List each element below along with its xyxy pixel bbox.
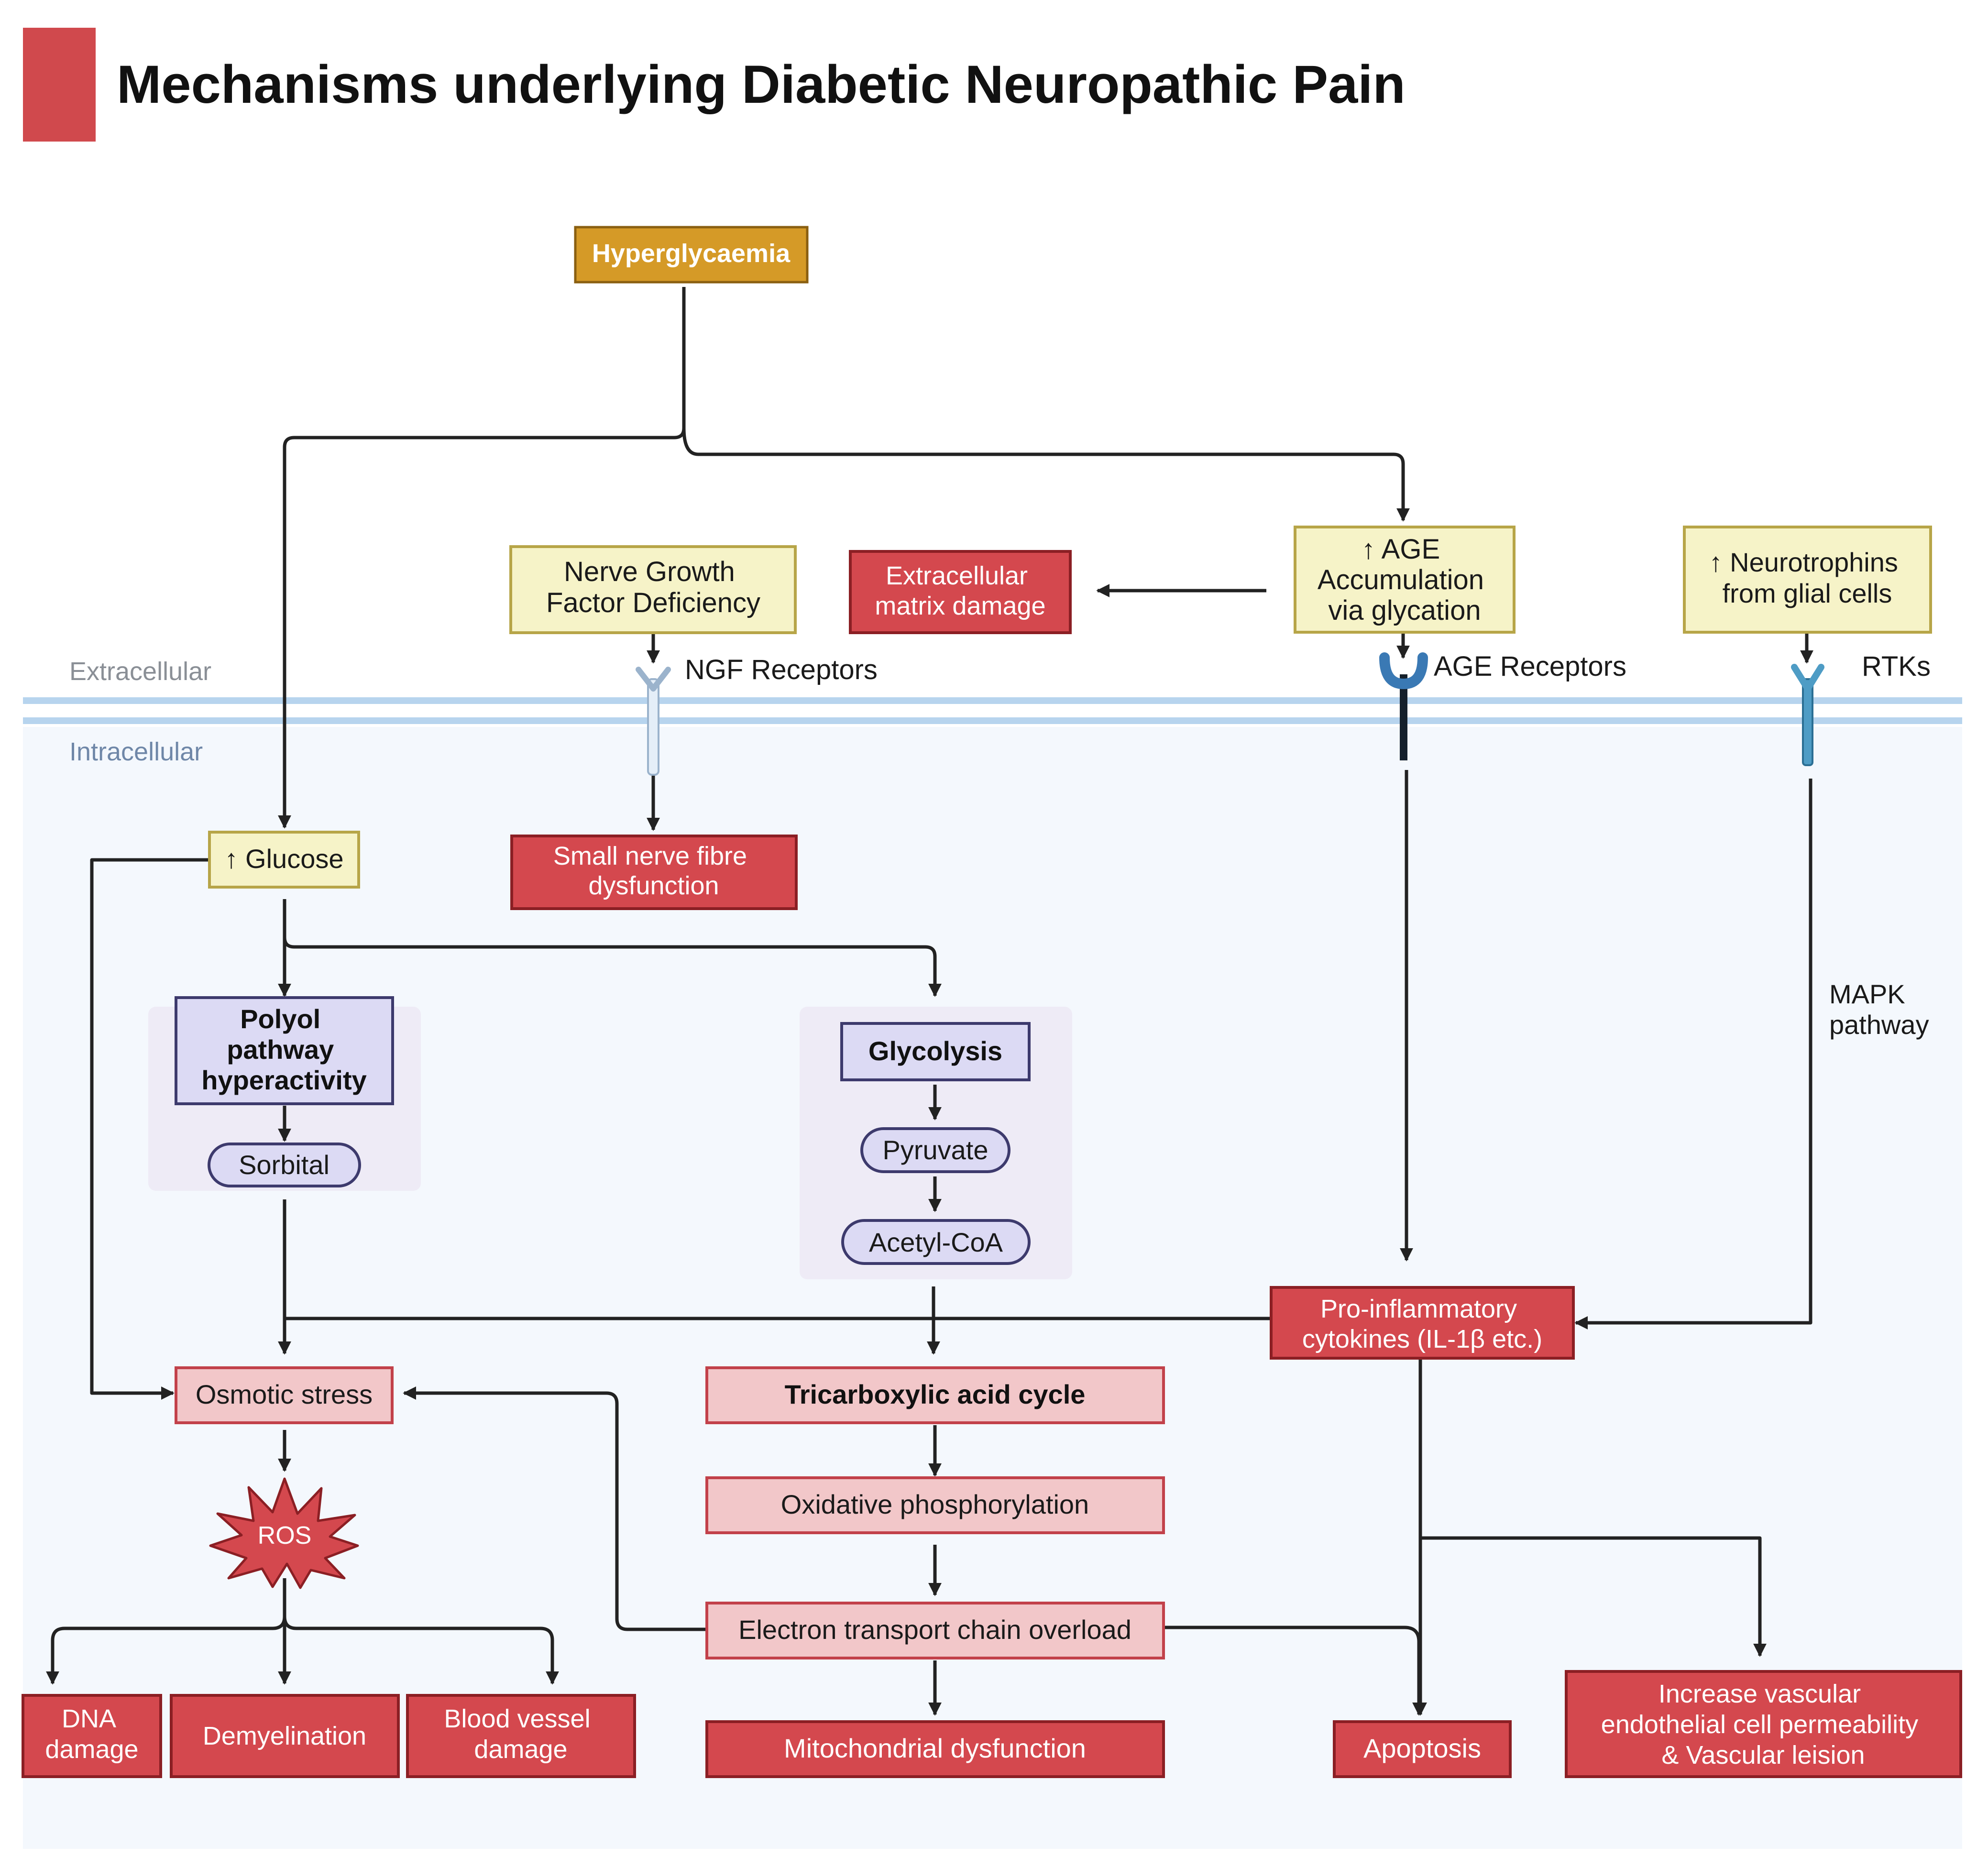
oxphos-box <box>705 1476 1165 1534</box>
oxphos-label: Oxidative phosphorylation <box>781 1489 1089 1519</box>
small-nerve-label: Small nerve fibre dysfunction <box>553 842 754 900</box>
neurotrophins-box <box>1683 526 1932 634</box>
demyelination-label: Demyelination <box>203 1722 366 1750</box>
edge-ros-to-blood-vessel <box>283 1616 559 1685</box>
apoptosis-label: Apoptosis <box>1363 1733 1481 1763</box>
ngf-deficiency-box <box>509 545 797 634</box>
edge-cytokines-to-vascular <box>1420 1536 1767 1657</box>
blood-vessel-box <box>406 1694 636 1778</box>
cell-membrane-outer <box>23 697 1962 704</box>
age-receptor-icon <box>1379 652 1428 760</box>
intracellular-label: Intracellular <box>69 737 203 766</box>
acetyl-coa-pill <box>841 1219 1031 1265</box>
mito-dysfunction-box <box>705 1720 1165 1778</box>
demyelination-box <box>170 1694 400 1778</box>
small-nerve-box <box>510 835 798 910</box>
ngf-receptor-icon <box>636 667 671 776</box>
ecm-damage-label: Extracellular matrix damage <box>875 561 1045 620</box>
hyperglycaemia-box <box>574 226 809 284</box>
etc-overload-label: Electron transport chain overload <box>738 1615 1131 1645</box>
pro-inflammatory-box <box>1270 1286 1575 1360</box>
glucose-label: ↑ Glucose <box>225 844 344 874</box>
tca-label: Tricarboxylic acid cycle <box>785 1379 1086 1409</box>
polyol-label: Polyol pathway hyperactivity <box>201 1004 367 1095</box>
age-receptors-label: AGE Receptors <box>1434 651 1626 682</box>
edge-hyper-to-age <box>682 428 1410 522</box>
edge-etc-to-osmotic <box>403 1386 706 1631</box>
ngf-receptors-label: NGF Receptors <box>685 654 878 685</box>
sorbital-pill <box>208 1143 361 1187</box>
edge-glucose-to-glycolysis <box>283 899 942 997</box>
glycolysis-label: Glycolysis <box>868 1036 1002 1066</box>
blood-vessel-label: Blood vessel damage <box>444 1704 597 1764</box>
rtk-receptor-icon <box>1791 664 1824 766</box>
mito-dysfunction-label: Mitochondrial dysfunction <box>784 1733 1086 1763</box>
title-accent-block <box>23 28 96 142</box>
hyperglycaemia-label: Hyperglycaemia <box>592 239 791 268</box>
dna-damage-box <box>22 1694 162 1778</box>
tca-box <box>705 1366 1165 1424</box>
rtks-label: RTKs <box>1862 651 1931 682</box>
cell-membrane-inner <box>23 717 1962 724</box>
glucose-box <box>208 831 360 889</box>
pro-inflammatory-label: Pro-inflammatory cytokines (IL-1β etc.) <box>1302 1295 1542 1353</box>
ros-burst-icon <box>209 1477 359 1589</box>
sorbital-label: Sorbital <box>239 1150 330 1180</box>
etc-overload-box <box>705 1602 1165 1659</box>
page-title: Mechanisms underlying Diabetic Neuropath… <box>117 55 1406 114</box>
age-accumulation-label: ↑ AGE Accumulation via glycation <box>1318 534 1492 626</box>
ecm-damage-box <box>849 550 1072 634</box>
osmotic-stress-label: Osmotic stress <box>196 1379 373 1409</box>
intracellular-region <box>23 727 1962 1849</box>
ros-label: ROS <box>258 1522 312 1549</box>
glycolysis-box <box>840 1022 1031 1081</box>
mapk-pathway-label: MAPK pathway <box>1829 979 1929 1040</box>
edge-glucose-to-osmotic <box>90 858 209 1400</box>
polyol-box <box>175 996 394 1105</box>
pyruvate-pill <box>860 1127 1010 1173</box>
dna-damage-label: DNA damage <box>45 1704 138 1764</box>
edge-rtk-to-cytokines <box>1574 779 1812 1330</box>
vascular-label: Increase vascular endothelial cell perme… <box>1601 1680 1925 1769</box>
age-accumulation-box <box>1294 526 1516 634</box>
vascular-box <box>1565 1670 1962 1778</box>
apoptosis-box <box>1333 1720 1512 1778</box>
osmotic-stress-box <box>175 1366 394 1424</box>
extracellular-label: Extracellular <box>69 657 211 686</box>
neurotrophins-label: ↑ Neurotrophins from glial cells <box>1709 547 1906 608</box>
acetyl-coa-label: Acetyl-CoA <box>869 1227 1003 1257</box>
ngf-deficiency-label: Nerve Growth Factor Deficiency <box>546 556 760 618</box>
pyruvate-label: Pyruvate <box>883 1135 989 1165</box>
